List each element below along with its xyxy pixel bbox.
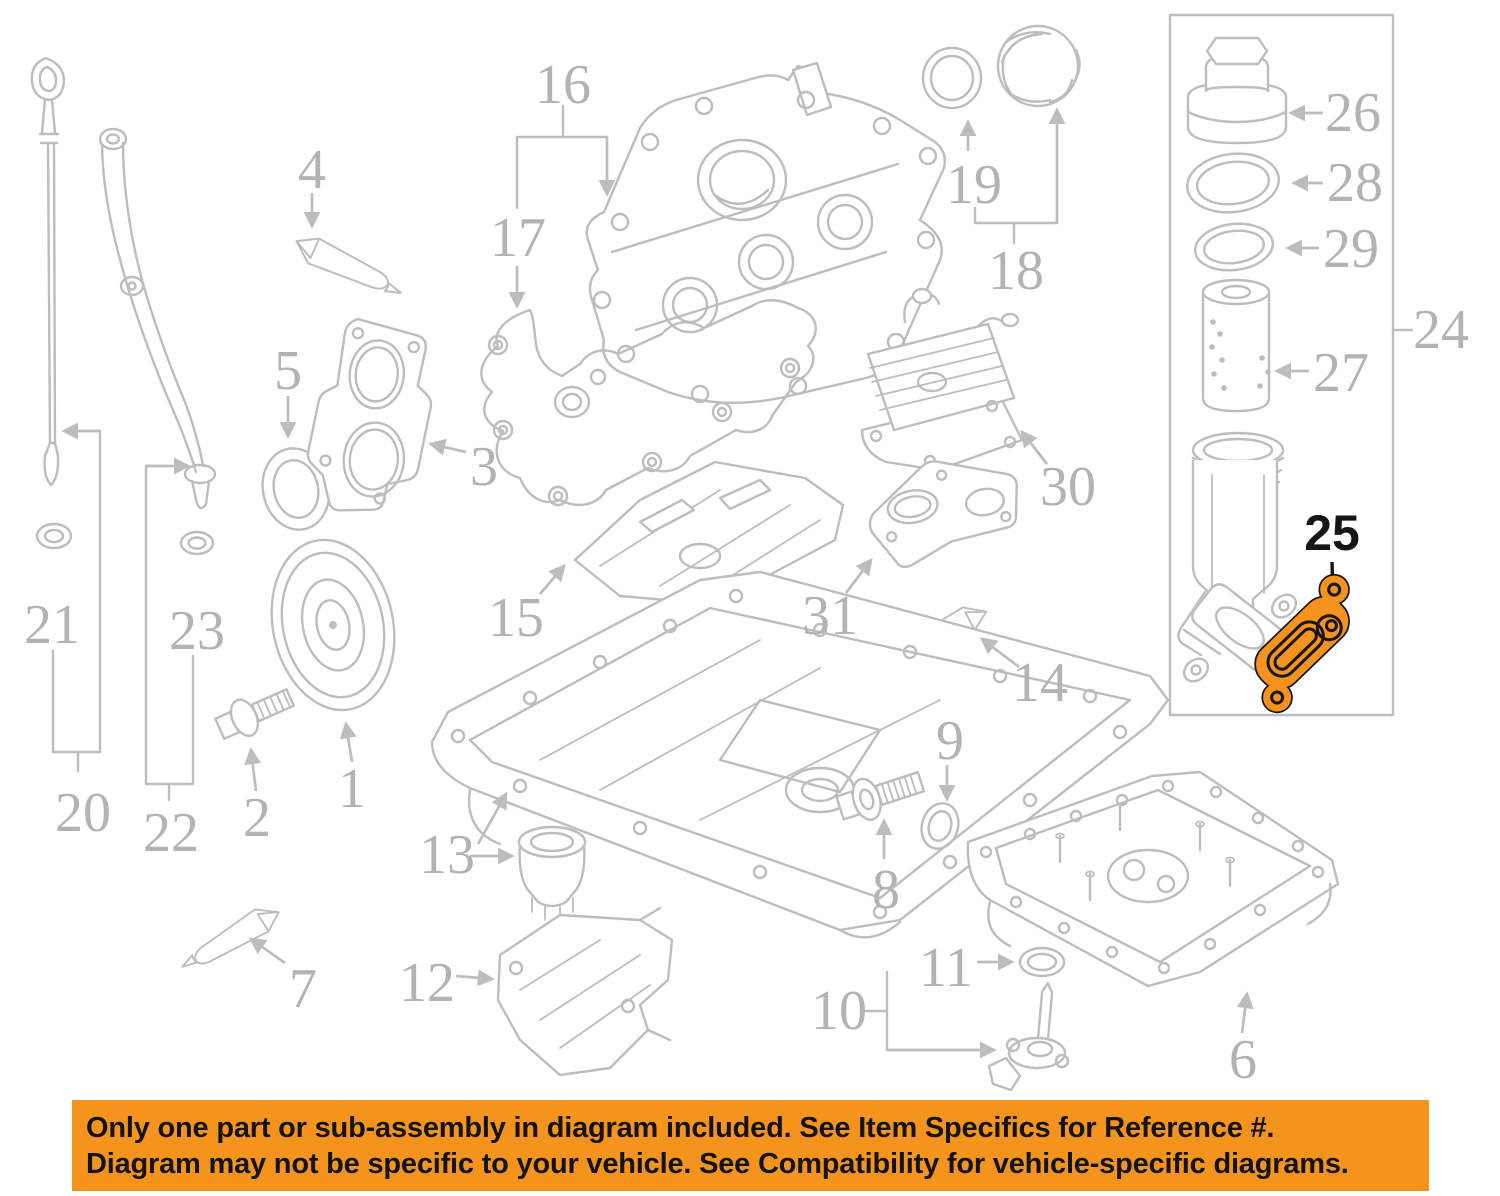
oring-21 — [35, 522, 73, 550]
oring-9 — [920, 802, 960, 850]
filter-element-27 — [1201, 278, 1271, 413]
sealant-tube-7 — [175, 898, 286, 982]
disclaimer-banner: Only one part or sub-assembly in diagram… — [72, 1100, 1429, 1191]
crank-bolt-2 — [214, 688, 295, 741]
valve-cover-16 — [585, 61, 946, 404]
baffle-12 — [496, 906, 674, 1077]
cap-seal-19 — [921, 46, 983, 110]
sealing-plate-3 — [306, 317, 433, 512]
part-label-2: 2 — [243, 787, 271, 849]
part-label-28: 28 — [1327, 152, 1383, 214]
windage-tray — [573, 460, 845, 604]
dipstick — [30, 56, 66, 487]
part-label-8: 8 — [872, 859, 900, 921]
part-label-4: 4 — [298, 139, 326, 201]
filter-cap-26 — [1186, 36, 1288, 145]
part-label-17: 17 — [490, 207, 546, 269]
part-label-30: 30 — [1040, 456, 1096, 518]
part-label-23: 23 — [169, 600, 225, 662]
part-label-21: 21 — [24, 594, 80, 656]
part-label-20: 20 — [55, 782, 111, 844]
disclaimer-line-1: Only one part or sub-assembly in diagram… — [86, 1112, 1275, 1144]
oring-23 — [179, 530, 215, 556]
part-label-12: 12 — [399, 952, 455, 1014]
dipstick-tube — [98, 127, 217, 510]
sealant-tube-4 — [289, 229, 409, 304]
part-label-10: 10 — [811, 980, 867, 1042]
part-label-31: 31 — [802, 585, 858, 647]
part-label-3: 3 — [470, 436, 498, 498]
callout-arrows — [61, 104, 1323, 1059]
part-label-5: 5 — [274, 340, 302, 402]
part-label-18: 18 — [988, 240, 1044, 302]
part-label-29: 29 — [1323, 218, 1379, 280]
oil-cooler-30 — [860, 287, 1024, 472]
part-label-11: 11 — [919, 937, 973, 999]
crank-pulley-1 — [270, 538, 396, 712]
oring-28 — [1186, 152, 1280, 214]
disclaimer-line-2: Diagram may not be specific to your vehi… — [86, 1148, 1349, 1180]
filler-cap-18 — [996, 24, 1081, 108]
engine-diagram-canvas — [30, 13, 1414, 1092]
part-label-9: 9 — [936, 710, 964, 772]
part-label-22: 22 — [143, 802, 199, 864]
part-label-15: 15 — [488, 587, 544, 649]
part-label-25-highlighted: 25 — [1304, 505, 1360, 561]
callout-bracket-lines — [51, 104, 1414, 1052]
part-label-24: 24 — [1413, 299, 1469, 361]
highlighted-gasket-25 — [1254, 573, 1350, 714]
part-label-14: 14 — [1012, 652, 1068, 714]
strainer-13 — [517, 825, 587, 921]
part-label-27: 27 — [1313, 342, 1369, 404]
part-label-19: 19 — [946, 154, 1002, 216]
part-label-26: 26 — [1325, 82, 1381, 144]
cooler-gasket-31 — [868, 460, 1018, 569]
filter-assembly-box-24 — [1168, 13, 1395, 717]
part-label-16: 16 — [535, 54, 591, 116]
part-label-1: 1 — [338, 758, 366, 820]
drain-plug-8 — [835, 771, 926, 821]
part-label-13: 13 — [419, 824, 475, 886]
oring-11 — [1018, 946, 1066, 978]
level-sensor-10 — [987, 982, 1070, 1092]
oring-29 — [1193, 222, 1275, 272]
valve-cover-gasket-17 — [480, 299, 817, 507]
part-label-6: 6 — [1229, 1029, 1257, 1091]
lower-oil-pan-6 — [966, 770, 1340, 988]
part-label-7: 7 — [289, 958, 317, 1020]
